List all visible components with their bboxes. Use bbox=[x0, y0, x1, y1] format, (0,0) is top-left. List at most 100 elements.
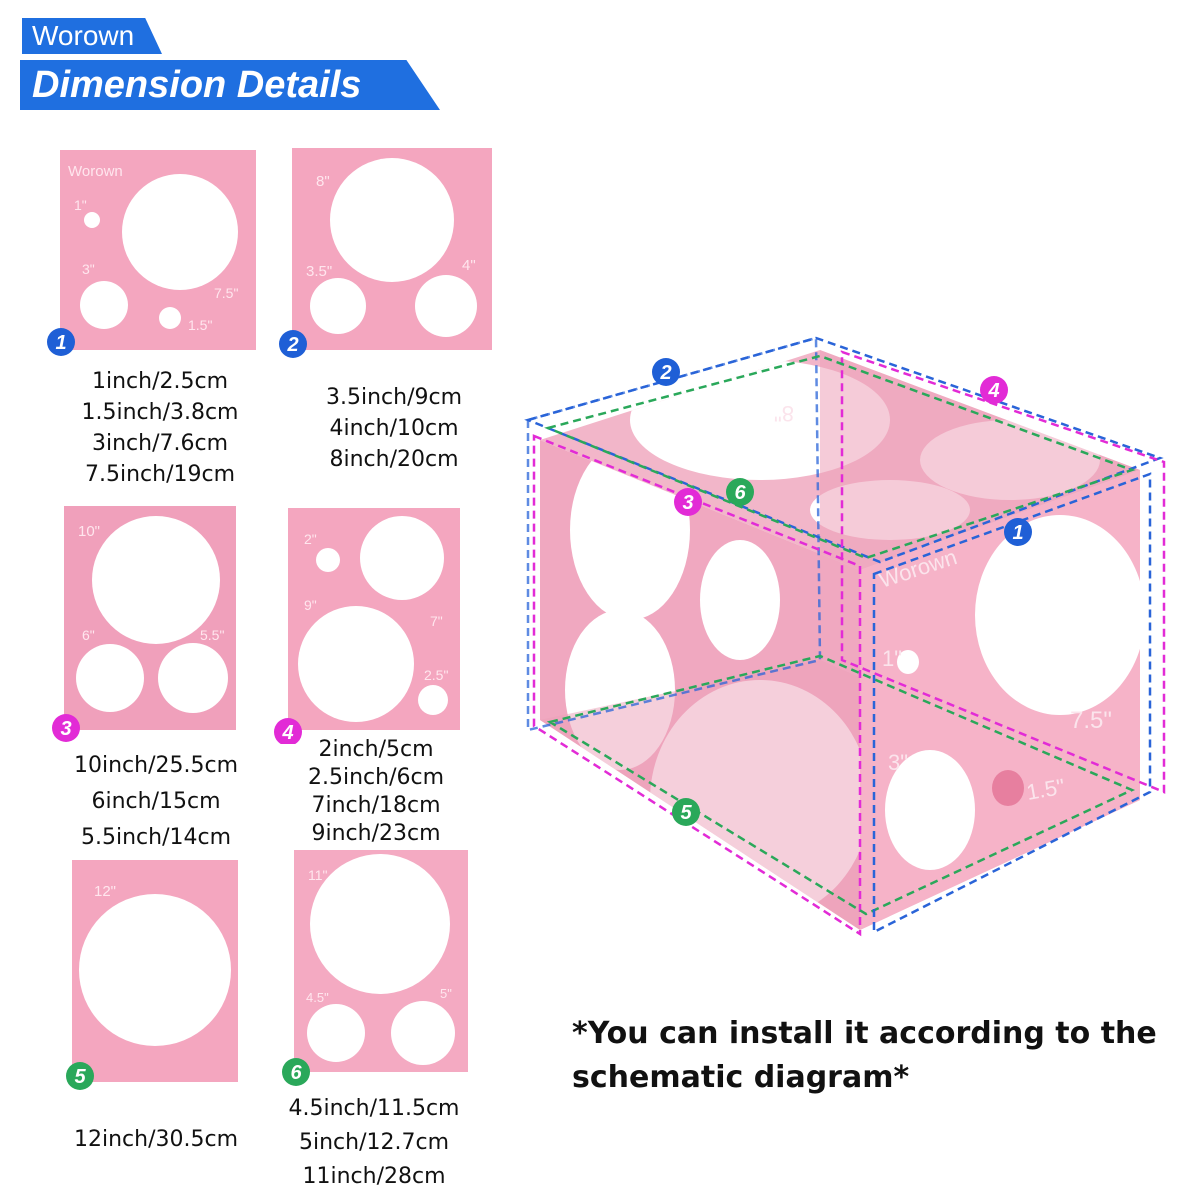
panel-2: 8" 3.5" 4" 2 bbox=[276, 148, 500, 360]
size-line: 2.5inch/6cm bbox=[307, 765, 445, 790]
outline-panel-2-side bbox=[526, 336, 822, 732]
size-line: 6inch/15cm bbox=[91, 789, 221, 814]
number-badge bbox=[52, 714, 80, 742]
engraved-brand: Worown bbox=[68, 163, 123, 180]
panel-6-image: 11" 4.5" 5" 6 bbox=[282, 850, 468, 1086]
engraved-label: 5.5" bbox=[200, 627, 224, 643]
size-line: 8inch/20cm bbox=[329, 447, 459, 472]
size-line: 11inch/28cm bbox=[302, 1164, 446, 1189]
size-line: 7.5inch/19cm bbox=[84, 462, 235, 487]
hole-5-5in bbox=[158, 643, 228, 713]
hole-12in bbox=[79, 894, 231, 1046]
hole-4-5in bbox=[307, 1004, 365, 1062]
engraved-label: 6" bbox=[82, 627, 95, 643]
engraved-label: 2.5" bbox=[424, 667, 448, 683]
outline-panel-4 bbox=[840, 350, 1166, 794]
hole-7in bbox=[360, 516, 444, 600]
outline-panel-6 bbox=[544, 354, 1136, 560]
engraved-label: 1.5" bbox=[188, 317, 212, 333]
cube-badge-5 bbox=[672, 798, 700, 826]
hole-2-5in bbox=[418, 685, 448, 715]
panel-3-sizes: 10inch/25.5cm 6inch/15cm 5.5inch/14cm bbox=[56, 748, 256, 856]
size-line: 2inch/5cm bbox=[318, 737, 434, 762]
badge-number: 2 bbox=[286, 334, 298, 356]
outline-panel-1 bbox=[872, 472, 1152, 935]
size-line: 4inch/10cm bbox=[329, 416, 459, 441]
panel-6-sizes: 4.5inch/11.5cm 5inch/12.7cm 11inch/28cm bbox=[274, 1092, 474, 1194]
page-title: Dimension Details bbox=[32, 64, 362, 106]
cube-badge-4 bbox=[980, 376, 1008, 404]
number-badge bbox=[66, 1062, 94, 1090]
engraved-label: 12" bbox=[94, 883, 116, 900]
brand-tag: Worown bbox=[22, 18, 162, 54]
hole-7-5in bbox=[122, 174, 238, 290]
panel-2-sizes: 3.5inch/9cm 4inch/10cm 8inch/20cm bbox=[294, 382, 494, 475]
outline-panel-5 bbox=[546, 654, 1136, 916]
panel-6: 11" 4.5" 5" 6 bbox=[280, 850, 480, 1090]
panel-1: Worown 1" 3" 7.5" 1.5" 1 bbox=[44, 150, 264, 360]
hole-9in bbox=[298, 606, 414, 722]
title-banner: Dimension Details bbox=[20, 60, 440, 110]
hole-3-5in bbox=[310, 278, 366, 334]
cube-engraved-label: 8" bbox=[774, 401, 794, 426]
size-line: 3.5inch/9cm bbox=[325, 385, 463, 410]
badge-number: 2 bbox=[659, 362, 671, 384]
engraved-label: 3" bbox=[82, 261, 95, 277]
cube-hole bbox=[975, 515, 1140, 715]
badge-number: 5 bbox=[680, 802, 692, 824]
number-badge bbox=[282, 1058, 310, 1086]
size-line: 3inch/7.6cm bbox=[91, 431, 229, 456]
cube-engraved-label: 7.5" bbox=[1070, 707, 1112, 734]
assembled-cube-diagram: 8" Worown 1" 3" 7.5" 1.5" 2 4 3 6 1 5 bbox=[520, 330, 1180, 944]
hole-10in bbox=[92, 516, 220, 644]
engraved-label: 9" bbox=[304, 597, 317, 613]
size-line: 9inch/23cm bbox=[311, 821, 441, 846]
cube-hole bbox=[885, 750, 975, 870]
size-line: 5.5inch/14cm bbox=[80, 825, 231, 850]
panel-2-image: 8" 3.5" 4" 2 bbox=[279, 148, 492, 358]
panel-5-sizes: 12inch/30.5cm bbox=[56, 1124, 256, 1155]
badge-number: 1 bbox=[55, 332, 66, 354]
panel-4: 2" 9" 7" 2.5" 4 bbox=[270, 508, 470, 744]
cube-hole bbox=[992, 770, 1024, 806]
badge-number: 4 bbox=[987, 380, 999, 402]
size-line: 10inch/25.5cm bbox=[73, 753, 238, 778]
hole-1-5in bbox=[159, 307, 181, 329]
engraved-label: 7" bbox=[430, 613, 443, 629]
hole-2in bbox=[316, 548, 340, 572]
cube-hole bbox=[700, 540, 780, 660]
panel-1-image: Worown 1" 3" 7.5" 1.5" 1 bbox=[47, 150, 256, 356]
cube-badge-6 bbox=[726, 478, 754, 506]
cube-engraved-label: 3" bbox=[888, 750, 908, 775]
hole-6in bbox=[76, 644, 144, 712]
panel-3-image: 10" 6" 5.5" 3 bbox=[52, 506, 236, 742]
badge-number: 3 bbox=[682, 492, 693, 514]
cube-engraved-label: 1" bbox=[882, 646, 902, 671]
cube-badge-2 bbox=[652, 358, 680, 386]
engraved-label: 4" bbox=[462, 257, 476, 274]
badge-number: 5 bbox=[74, 1066, 86, 1088]
engraved-label: 5" bbox=[440, 986, 452, 1001]
size-line: 1.5inch/3.8cm bbox=[81, 400, 239, 425]
badge-number: 3 bbox=[60, 718, 71, 740]
badge-number: 6 bbox=[290, 1062, 302, 1084]
size-line: 1inch/2.5cm bbox=[91, 369, 229, 394]
engraved-label: 4.5" bbox=[306, 990, 329, 1005]
number-badge bbox=[274, 718, 302, 744]
size-line: 7inch/18cm bbox=[311, 793, 441, 818]
number-badge bbox=[279, 330, 307, 358]
badge-number: 1 bbox=[1012, 522, 1023, 544]
badge-number: 6 bbox=[734, 482, 746, 504]
outline-panel-3 bbox=[532, 434, 862, 937]
engraved-label: 3.5" bbox=[306, 263, 332, 280]
panel-5-image: 12" 5 bbox=[66, 860, 238, 1090]
cube-hole bbox=[897, 650, 919, 674]
cube-image: 8" Worown 1" 3" 7.5" 1.5" 2 4 3 6 1 5 bbox=[524, 336, 1166, 937]
badge-number: 4 bbox=[281, 722, 293, 744]
hole-1in bbox=[84, 212, 100, 228]
hole-4in bbox=[415, 275, 477, 337]
size-line: 5inch/12.7cm bbox=[298, 1130, 449, 1155]
panel-1-sizes: 1inch/2.5cm 1.5inch/3.8cm 3inch/7.6cm 7.… bbox=[60, 366, 260, 490]
hole-5in bbox=[391, 1001, 455, 1065]
size-line: 12inch/30.5cm bbox=[73, 1127, 238, 1152]
